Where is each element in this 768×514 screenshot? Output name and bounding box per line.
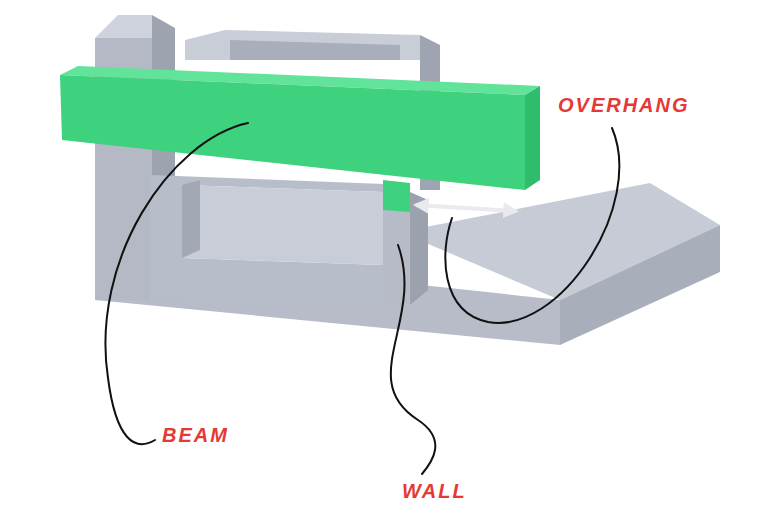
beam-block	[60, 66, 540, 212]
frame	[150, 175, 410, 305]
leader-line	[105, 123, 248, 444]
leader-lines	[105, 123, 619, 474]
leader-line	[391, 245, 436, 474]
part-label: WALL	[402, 480, 467, 502]
leader-line	[445, 128, 619, 323]
part-label: OVERHANG	[558, 94, 690, 116]
overhang-arrow	[416, 205, 516, 211]
part-label: BEAM	[162, 424, 229, 446]
